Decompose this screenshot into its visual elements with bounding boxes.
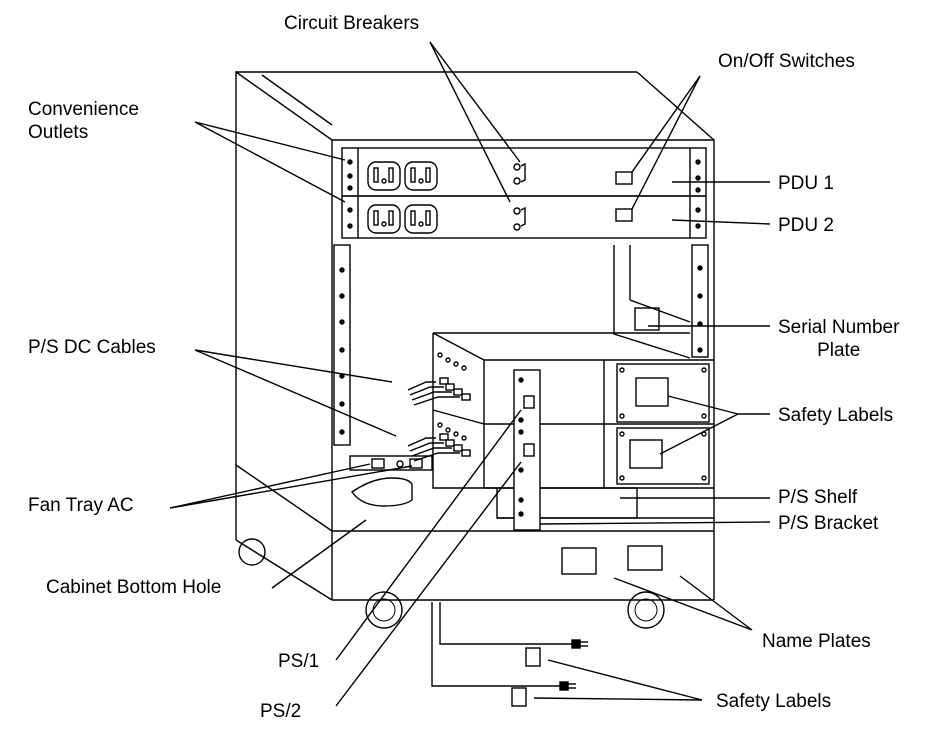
side-rails (333, 244, 709, 446)
label-cabinet-bottom-hole: Cabinet Bottom Hole (46, 577, 222, 598)
power-supply-box (432, 332, 714, 489)
dc-cables (407, 377, 471, 462)
convenience-outlets (367, 161, 438, 234)
fan-tray (349, 455, 433, 507)
label-pdu1: PDU 1 (778, 173, 834, 194)
label-serial-number-line1: Serial Number (778, 317, 900, 338)
label-pdu2: PDU 2 (778, 215, 834, 236)
label-serial-number-line2: Plate (817, 340, 861, 361)
serial-plate-area (613, 245, 691, 359)
label-name-plates: Name Plates (762, 631, 871, 652)
label-convenience-outlets-line2: Outlets (28, 122, 89, 143)
label-ps-dc-cables: P/S DC Cables (28, 337, 156, 358)
pdu-panels (341, 147, 707, 239)
power-cords (431, 602, 588, 707)
label-ps2: PS/2 (260, 701, 302, 722)
label-convenience-outlets: Convenience Outlets (28, 98, 139, 144)
label-ps1: PS/1 (278, 651, 320, 672)
cabinet-outline (235, 70, 715, 629)
leader-lines (169, 41, 771, 707)
label-ps-bracket: P/S Bracket (778, 513, 879, 534)
label-serial-number-plate: Serial Number Plate (778, 316, 899, 362)
name-plates (561, 545, 663, 575)
label-ps-shelf: P/S Shelf (778, 487, 858, 508)
label-convenience-outlets-line1: Convenience (28, 99, 139, 120)
label-on-off-switches: On/Off Switches (718, 51, 855, 72)
label-circuit-breakers: Circuit Breakers (284, 13, 420, 34)
label-fan-tray-ac: Fan Tray AC (28, 495, 134, 516)
label-safety-labels-right: Safety Labels (778, 405, 894, 426)
ps-bracket-shelf (496, 369, 714, 531)
breakers-switches (513, 162, 633, 231)
label-safety-labels-bottom: Safety Labels (716, 691, 832, 712)
